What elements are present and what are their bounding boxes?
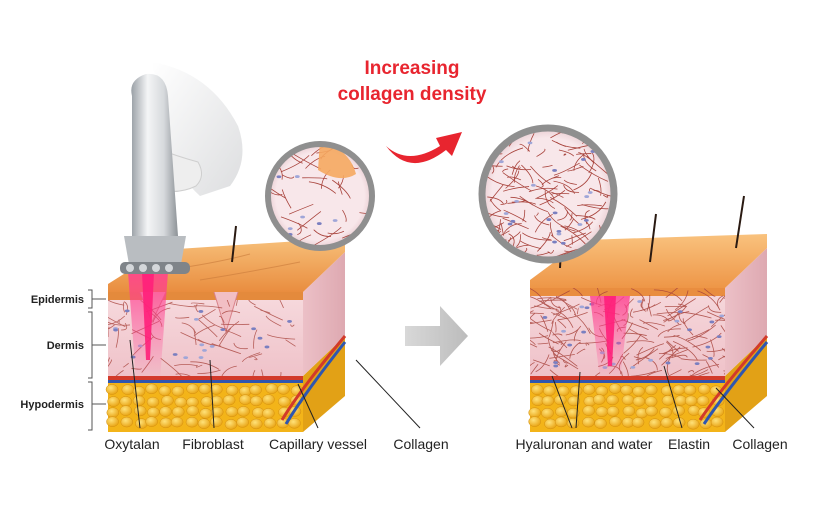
layer-labels: Epidermis Dermis Hypodermis — [20, 289, 106, 431]
label-oxytalan: Oxytalan — [104, 436, 159, 452]
label-collagen-before: Collagen — [393, 436, 448, 452]
skin-block-before — [105, 225, 347, 432]
headline-line-2: collagen density — [338, 84, 487, 105]
skin-block-after — [528, 195, 769, 432]
label-collagen-after: Collagen — [732, 436, 787, 452]
callouts-before: Oxytalan Fibroblast Capillary vessel Col… — [104, 339, 449, 452]
layer-label-dermis: Dermis — [47, 340, 84, 352]
layer-label-hypodermis: Hypodermis — [20, 399, 84, 411]
label-fibroblast: Fibroblast — [182, 436, 244, 452]
label-elastin: Elastin — [668, 436, 710, 452]
layer-label-epidermis: Epidermis — [31, 294, 84, 306]
callouts-after: Hyaluronan and water Elastin Collagen — [516, 365, 788, 452]
rf-device-icon — [120, 62, 243, 274]
curved-arrow-icon — [386, 132, 462, 164]
headline-line-1: Increasing — [364, 58, 459, 79]
label-hyaluronan-water: Hyaluronan and water — [516, 436, 653, 452]
progress-arrow-icon — [405, 306, 468, 366]
label-capillary-vessel: Capillary vessel — [269, 436, 367, 452]
